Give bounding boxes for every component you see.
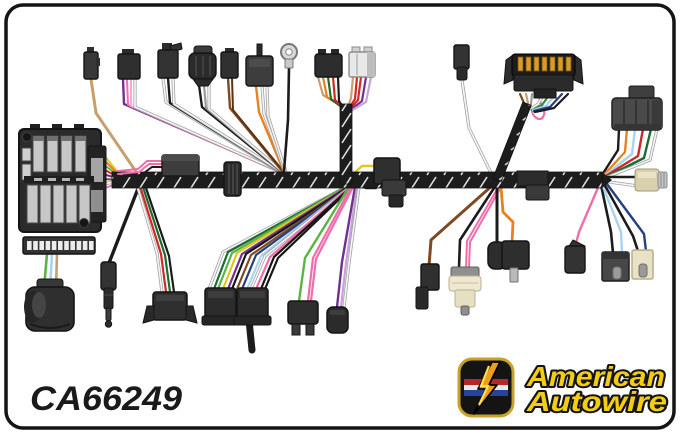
junction1-leads <box>89 77 176 294</box>
ignition-stem-wrap <box>492 101 532 183</box>
flag-terminal <box>415 263 440 310</box>
ivory-socket-connector <box>631 249 654 280</box>
two-pin-black-connector <box>117 49 141 80</box>
part-number: CA66249 <box>30 380 182 418</box>
tan-lead-connector <box>83 47 100 80</box>
chrome-cap-connector <box>348 46 376 78</box>
fuse-block <box>18 124 107 255</box>
center-small-leads <box>297 185 361 309</box>
headlight-switch-connector <box>611 85 663 131</box>
wire-runs <box>42 66 659 309</box>
center-fan-leads <box>207 185 352 291</box>
trunk-end-cap <box>602 172 612 188</box>
black-cap-connector <box>314 49 343 78</box>
small-white-lead-connector <box>453 44 470 81</box>
dual-connector-block <box>201 287 272 354</box>
junction2-leads <box>427 78 515 270</box>
top-row-leads <box>121 66 291 174</box>
gray-socket-connector <box>601 251 630 282</box>
fuse-row-bottom <box>26 184 91 224</box>
lever-lock-connector <box>157 42 183 79</box>
round-purple-connector <box>326 306 349 334</box>
ignition-switch-connector <box>503 53 584 99</box>
brand-name-line1: American <box>526 361 665 392</box>
dash-bulb-socket <box>448 266 482 316</box>
blade-terminal-connector <box>501 240 530 283</box>
bullet-plug <box>100 261 117 328</box>
brown-lead-connector <box>220 48 239 79</box>
two-prong-connector <box>287 300 319 336</box>
barrel-connector <box>188 45 217 87</box>
junction-box-connector <box>373 157 407 208</box>
four-wire-connector <box>142 291 198 324</box>
bulkhead-connector <box>24 278 75 332</box>
pink-lead-plug <box>564 239 586 274</box>
fuse-terminal-strip <box>22 236 96 255</box>
ring-terminal <box>280 43 298 69</box>
fuse-row-top <box>32 135 87 173</box>
on-trunk-connector <box>161 154 200 177</box>
harness-grommet <box>223 161 242 197</box>
flasher-connector <box>516 170 550 201</box>
brand-name-line2: Autowire <box>526 386 667 417</box>
lightning-bolt-highlight <box>478 365 491 406</box>
lamp-socket <box>634 168 668 192</box>
brand-logo: American Autowire <box>457 357 669 419</box>
image-frame <box>4 3 676 430</box>
center-branch-wrap <box>339 103 353 185</box>
pin-top-connector <box>245 43 274 87</box>
